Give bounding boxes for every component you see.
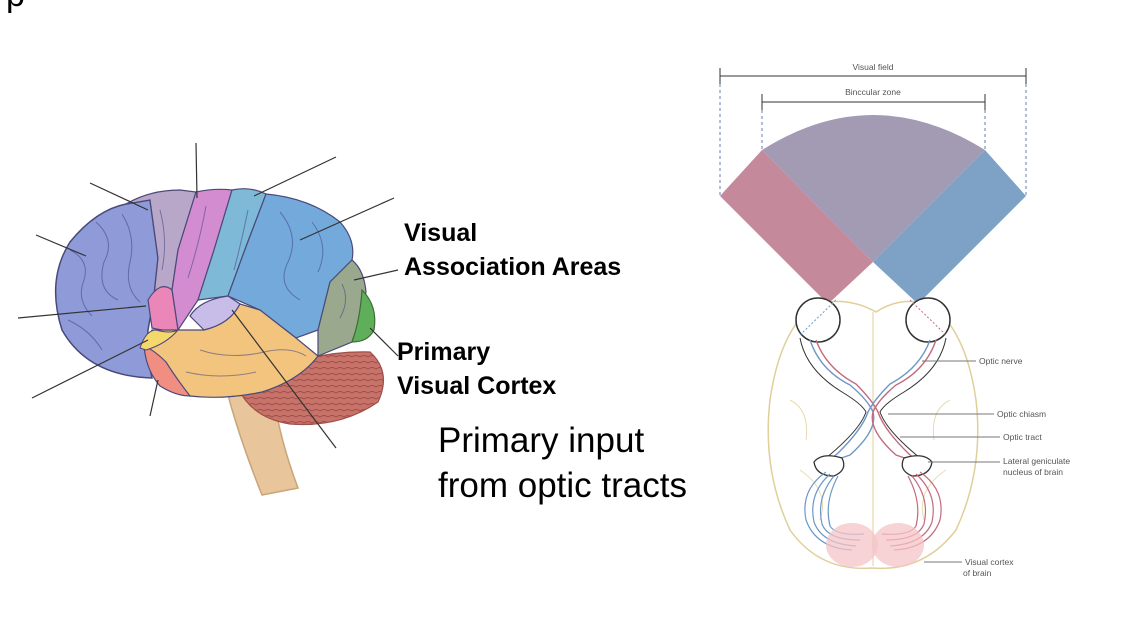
visual-pathway-diagram: Visual field Binccular zone Optic nerve …	[719, 62, 1070, 578]
primary-visual-cortex	[351, 288, 376, 343]
label-visual-cortex-line1: Visual cortex	[965, 557, 1014, 567]
primary-visual-cortex-label: Primary Visual Cortex	[397, 335, 556, 403]
visual-cortex-left	[826, 523, 878, 567]
label-optic-chiasm: Optic chiasm	[997, 409, 1046, 419]
postcentral-gyrus	[197, 188, 267, 301]
body-text-line2: from optic tracts	[438, 466, 687, 505]
body-text-line1: Primary input	[438, 421, 645, 460]
head-outline	[767, 300, 979, 570]
field-left	[720, 150, 873, 304]
body-text: Primary input from optic tracts	[438, 418, 687, 508]
label-lgn-line2: nucleus of brain	[1003, 467, 1063, 477]
label-visual-cortex-line2: of brain	[963, 568, 992, 578]
right-lgn	[901, 455, 933, 477]
left-lgn	[813, 455, 845, 477]
frontal-lobe	[54, 199, 159, 379]
label-visual-field: Visual field	[853, 62, 894, 72]
visual-association-label: Visual Association Areas	[404, 216, 621, 284]
primary-visual-cortex-label-line1: Primary	[397, 338, 491, 366]
title-fragment: p	[6, 0, 25, 12]
leader-lines	[17, 142, 399, 449]
left-eye	[795, 297, 841, 343]
field-middle	[762, 115, 985, 262]
label-optic-tract: Optic tract	[1003, 432, 1042, 442]
gustatory-area	[139, 329, 179, 351]
label-lgn-line1: Lateral geniculate	[1003, 456, 1070, 466]
visual-cortex-right	[872, 523, 924, 567]
temporal-pole	[143, 345, 192, 397]
primary-visual-cortex-label-line2: Visual Cortex	[397, 372, 557, 400]
label-binocular-zone: Binccular zone	[845, 87, 901, 97]
right-eye	[905, 297, 951, 343]
visual-association-label-line2: Association Areas	[404, 253, 622, 281]
field-right	[873, 150, 1026, 304]
label-optic-nerve: Optic nerve	[979, 356, 1023, 366]
visual-association-label-line1: Visual	[404, 219, 478, 247]
